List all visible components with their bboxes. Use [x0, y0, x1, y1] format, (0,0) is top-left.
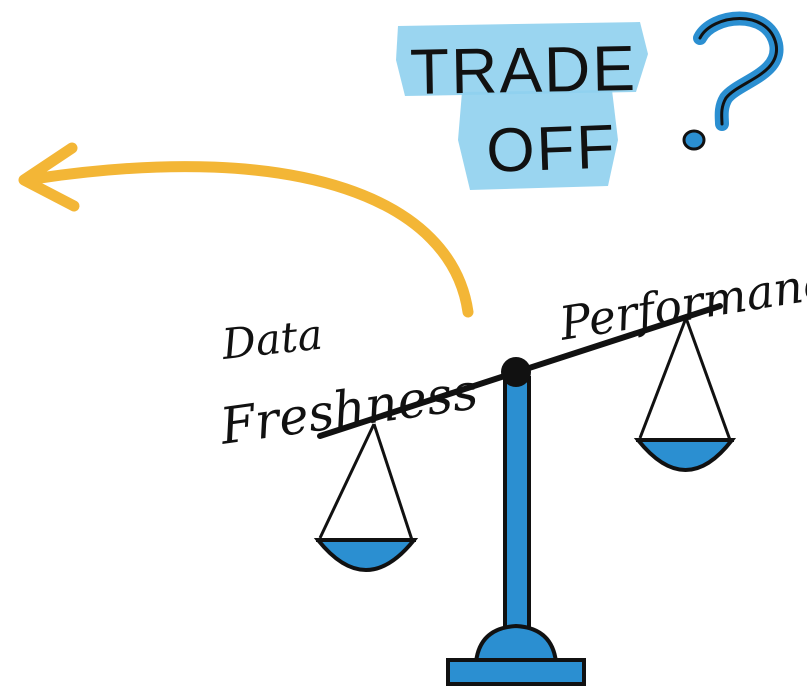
label-data: Data: [219, 310, 325, 369]
question-mark-icon: ?: [0, 0, 784, 151]
trade-off-title: TRADE OFF: [396, 22, 648, 190]
label-performance: Performance: [555, 251, 807, 351]
title-highlight-bottom: [458, 90, 618, 190]
scale-pillar: [503, 376, 531, 652]
scale-base: [446, 623, 586, 686]
title-highlight-top: [396, 22, 648, 96]
balance-scale-icon: [313, 303, 737, 686]
scale-pivot: [501, 357, 531, 387]
title-line-off: OFF: [485, 112, 617, 185]
question-mark-text: ?: [0, 0, 1, 1]
left-pan: [313, 538, 419, 572]
title-line-trade: TRADE: [409, 32, 637, 108]
right-pan: [633, 438, 737, 472]
label-freshness: Freshness: [216, 362, 482, 456]
curved-arrow-icon: [18, 142, 474, 318]
